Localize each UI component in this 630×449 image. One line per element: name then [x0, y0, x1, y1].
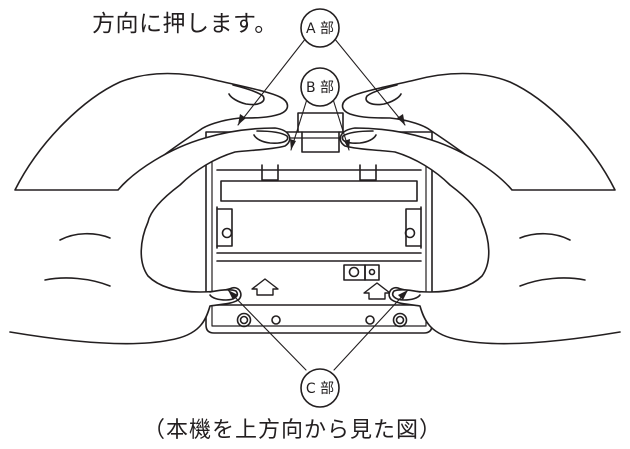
hole-left [271, 315, 281, 325]
callout-c-label: C 部 [306, 381, 334, 397]
connector-block-small [364, 264, 380, 281]
callout-a: A 部 [300, 8, 340, 48]
leader-arrowheads [228, 114, 408, 300]
up-arrow-left-icon [251, 278, 279, 296]
callout-a-label: A 部 [306, 21, 334, 37]
callout-b-label: B 部 [306, 80, 334, 96]
instruction-text: 方向に押します。 [92, 11, 278, 37]
lower-section [216, 260, 422, 328]
side-hole-left [221, 227, 233, 239]
side-hole-right [404, 227, 416, 239]
battery-compartment [216, 169, 422, 254]
upper-tabs [261, 164, 377, 181]
up-arrow-right-icon [363, 282, 391, 300]
hole-right [365, 315, 375, 325]
callout-c: C 部 [300, 368, 340, 408]
screw-right [392, 312, 408, 328]
figure-caption: （本機を上方向から見た図） [143, 418, 443, 443]
right-hand [339, 72, 621, 345]
screw-left [236, 312, 252, 328]
callout-b: B 部 [300, 67, 340, 107]
top-clip [297, 112, 344, 153]
leader-lines [227, 37, 409, 371]
left-hand [9, 72, 291, 345]
